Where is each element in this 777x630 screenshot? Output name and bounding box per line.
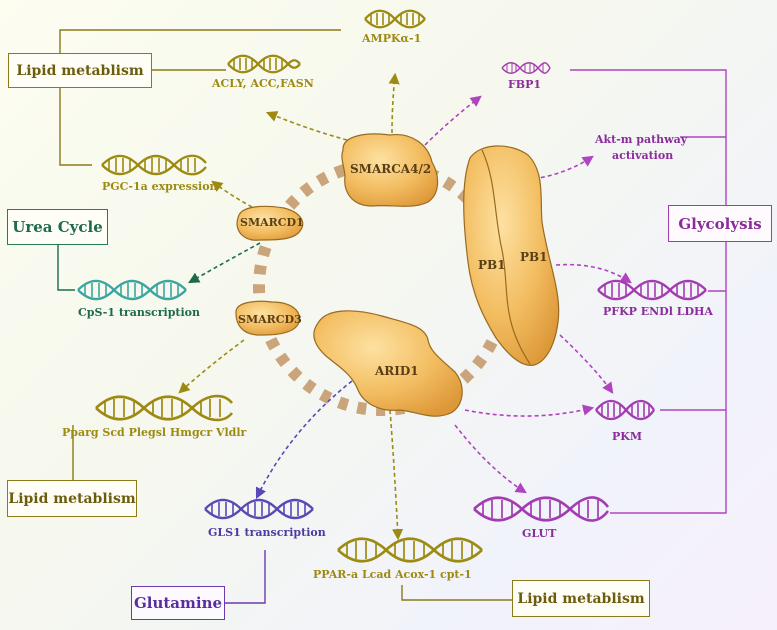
box-connectors <box>57 29 727 604</box>
gene-label-ampk: AMPKα-1 <box>362 32 422 45</box>
dna-ppar-icon <box>337 537 483 563</box>
gene-label-akt-line1: Akt-m pathway <box>595 133 688 146</box>
lipid-metabolism-box-top: Lipid metablism <box>8 53 152 88</box>
dna-ampk-icon <box>364 9 426 29</box>
gene-label-cps: CpS-1 transcription <box>78 306 200 319</box>
dna-fbp1-icon <box>501 62 551 74</box>
gene-label-ppar: PPAR-a Lcad Acox-1 cpt-1 <box>313 568 472 581</box>
dna-pgc-icon <box>101 154 207 176</box>
dna-pkm-icon <box>595 399 655 421</box>
dna-glut-icon <box>473 496 610 522</box>
gene-label-acly: ACLY, ACC,FASN <box>212 77 314 90</box>
dna-gls1-icon <box>204 498 314 520</box>
protein-smarca <box>341 133 439 207</box>
glutamine-box: Glutamine <box>131 586 225 620</box>
protein-label-smarca: SMARCA4/2 <box>350 162 432 176</box>
gene-label-akt-line2: activation <box>612 149 674 162</box>
protein-label-pb1-left: PB1 <box>478 258 506 272</box>
urea-cycle-box: Urea Cycle <box>7 209 108 245</box>
protein-label-arid1: ARID1 <box>375 364 419 378</box>
lipid-metabolism-box-bottom: Lipid metablism <box>512 580 650 617</box>
dna-pparg-icon <box>95 394 234 422</box>
protein-label-smarcd3: SMARCD3 <box>238 313 302 326</box>
gene-label-pfkp: PFKP ENDl LDHA <box>603 305 713 318</box>
gene-label-pkm: PKM <box>612 430 643 443</box>
regulation-arrows <box>178 72 632 541</box>
glycolysis-box: Glycolysis <box>668 205 772 242</box>
dna-acly-icon <box>227 54 301 74</box>
gene-label-fbp1: FBP1 <box>508 78 542 91</box>
gene-label-gls1: GLS1 transcription <box>208 526 326 539</box>
dna-cps-icon <box>77 279 187 301</box>
protein-label-pb1-right: PB1 <box>520 250 548 264</box>
protein-smarcd1 <box>236 205 304 241</box>
protein-pb1-body <box>463 145 560 366</box>
protein-smarcd3 <box>235 300 301 336</box>
protein-label-smarcd1: SMARCD1 <box>240 216 304 229</box>
gene-label-pgc: PGC-1a expression <box>102 180 218 193</box>
protein-arid1 <box>313 310 463 417</box>
gene-label-pparg: Pparg Scd Plegsl Hmgcr Vldlr <box>62 426 247 439</box>
dna-pfkp-icon <box>597 279 707 301</box>
gene-label-glut: GLUT <box>522 527 557 540</box>
lipid-metabolism-box-left: Lipid metablism <box>7 480 137 517</box>
